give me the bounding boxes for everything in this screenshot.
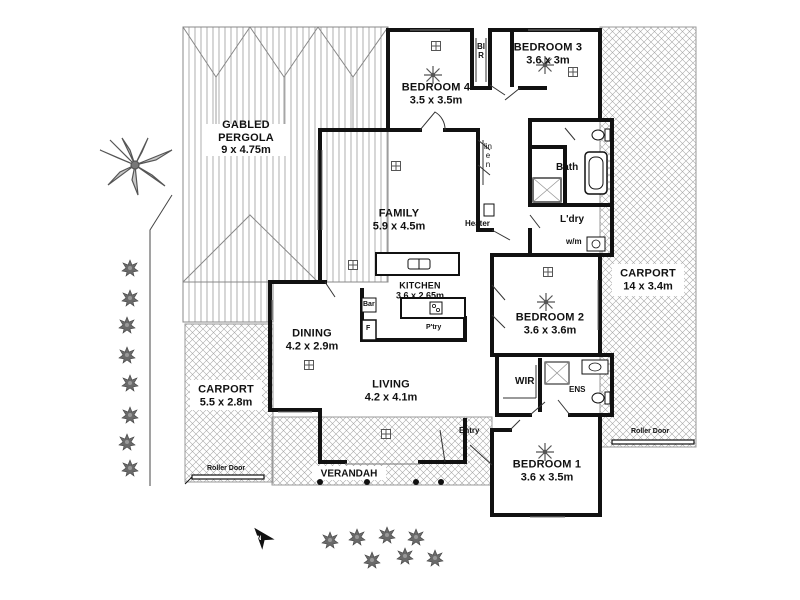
label-roller-door-right: Roller Door — [631, 428, 670, 435]
bathtub-icon — [584, 151, 608, 195]
room-name: CARPORT — [620, 267, 676, 280]
walls — [268, 28, 614, 517]
label-wir: WIR — [515, 376, 535, 387]
gabled-pergola — [182, 26, 389, 323]
kitchen-island — [375, 252, 460, 276]
heater-icon — [483, 203, 495, 217]
room-name: PERGOLA — [218, 131, 274, 144]
room-living: LIVING 4.2 x 4.1m — [365, 378, 418, 403]
room-dimensions: 5.9 x 4.5m — [372, 220, 426, 232]
room-dimensions: 3.5 x 3.5m — [409, 94, 463, 106]
room-name: KITCHEN — [399, 280, 441, 291]
toilet-icon — [591, 128, 611, 405]
room-gabled-pergola: GABLED PERGOLA 9 x 4.75m — [218, 119, 274, 157]
carport-right-paving — [599, 26, 697, 448]
label-washing-machine: w/m — [566, 237, 582, 246]
windows — [271, 29, 599, 518]
label-verandah: VERANDAH — [320, 468, 378, 480]
label-laundry: L'dry — [560, 214, 585, 225]
room-dimensions: 4.2 x 4.1m — [364, 391, 418, 403]
door-swings — [324, 84, 576, 466]
room-name: BEDROOM 2 — [515, 311, 585, 324]
north-arrow-icon — [254, 527, 275, 550]
label-ensuite: ENS — [569, 385, 586, 394]
label-north: N — [257, 536, 262, 542]
room-name: GABLED — [222, 119, 270, 132]
label-bir: BIR — [477, 42, 485, 60]
room-dimensions: 9 x 4.75m — [221, 144, 271, 157]
roller-door-left — [184, 474, 265, 485]
room-name: DINING — [292, 327, 332, 340]
room-bedroom-3: BEDROOM 3 3.6 x 3m — [514, 41, 582, 66]
shower-icon — [532, 177, 562, 203]
room-family: FAMILY 5.9 x 4.5m — [373, 207, 426, 232]
room-name: LIVING — [372, 378, 410, 391]
sink-icon — [544, 236, 609, 385]
room-name: CARPORT — [198, 383, 254, 396]
room-name: BEDROOM 4 — [401, 81, 471, 94]
room-kitchen: KITCHEN 3.6 x 2.65m — [396, 281, 444, 302]
kitchen-bench — [361, 297, 466, 341]
room-dimensions: 3.6 x 3.6m — [523, 324, 577, 336]
shrub-icon — [118, 259, 444, 569]
room-dimensions: 5.5 x 2.8m — [199, 396, 253, 408]
room-carport-left: CARPORT 5.5 x 2.8m — [198, 383, 254, 408]
room-name: BEDROOM 3 — [513, 41, 583, 54]
room-dimensions: 3.6 x 3.5m — [520, 471, 574, 483]
room-bedroom-1: BEDROOM 1 3.6 x 3.5m — [513, 458, 581, 483]
label-fridge: F — [366, 325, 371, 332]
room-carport-right: CARPORT 14 x 3.4m — [620, 267, 676, 292]
room-name: BEDROOM 1 — [512, 458, 582, 471]
room-dining: DINING 4.2 x 2.9m — [286, 327, 339, 352]
label-pantry: P'try — [426, 324, 442, 331]
label-roller-door-left: Roller Door — [207, 465, 246, 472]
room-bedroom-4: BEDROOM 4 3.5 x 3.5m — [402, 81, 470, 106]
roller-door-right — [611, 439, 695, 445]
verandah-posts — [317, 479, 444, 485]
label-bar: Bar — [363, 301, 375, 308]
room-bedroom-2: BEDROOM 2 3.6 x 3.6m — [516, 311, 584, 336]
wardrobe-rails — [475, 38, 537, 399]
label-heater: Heater — [465, 219, 490, 228]
boundary-line — [149, 194, 173, 486]
room-dimensions: 3.6 x 3m — [526, 54, 570, 66]
room-dimensions: 4.2 x 2.9m — [285, 340, 339, 352]
room-dimensions: 14 x 3.4m — [623, 280, 673, 292]
room-dimensions: 3.6 x 2.65m — [395, 291, 445, 301]
label-entry: Entry — [459, 426, 480, 435]
label-linen: linen — [484, 142, 493, 169]
room-name: FAMILY — [378, 207, 420, 220]
palm-tree-icon — [99, 137, 173, 196]
label-bath: Bath — [556, 162, 579, 173]
